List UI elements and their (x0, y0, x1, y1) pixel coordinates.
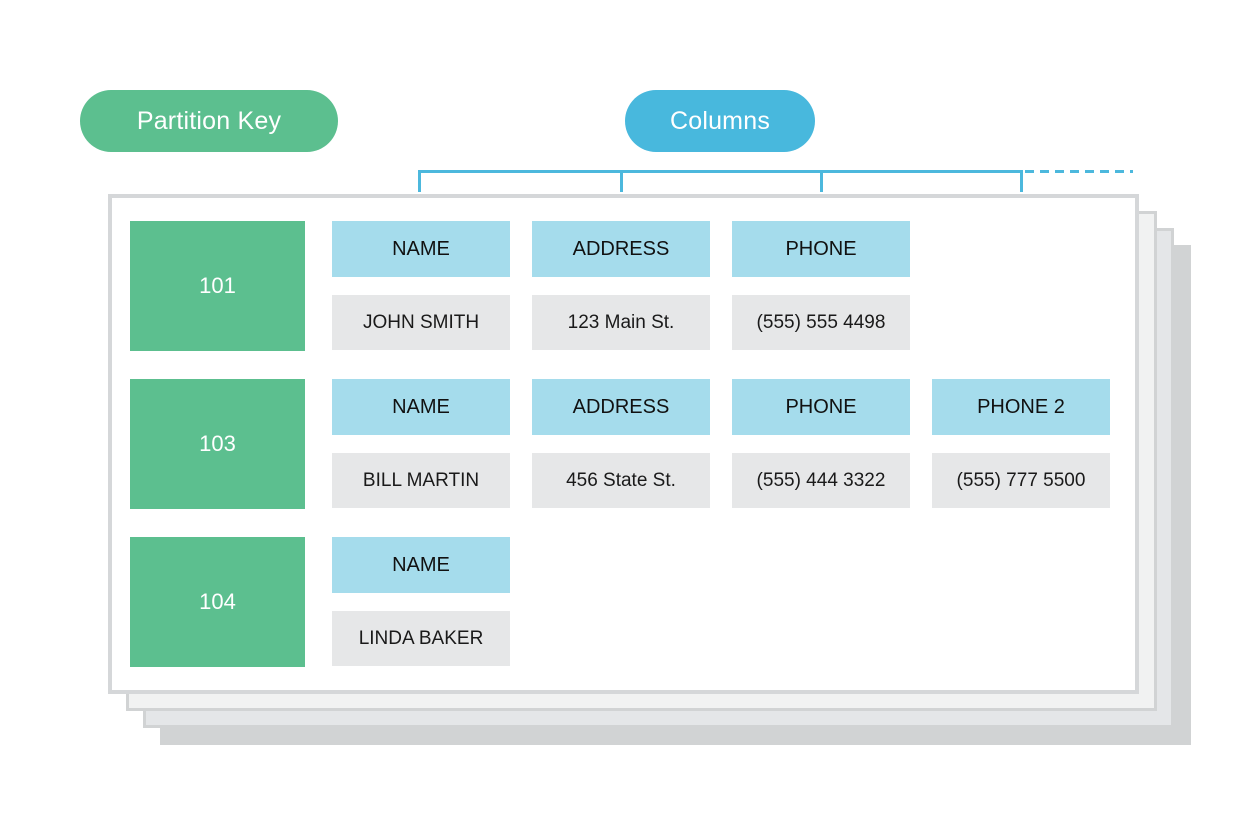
bracket-tick-1 (418, 170, 421, 192)
legend-pill-partition-key: Partition Key (80, 90, 338, 152)
column-value: (555) 555 4498 (732, 295, 910, 350)
column-cell: PHONE (555) 444 3322 (732, 379, 910, 508)
table-row: 101 NAME JOHN SMITH ADDRESS 123 Main St.… (130, 221, 932, 351)
column-value: 456 State St. (532, 453, 710, 508)
column-header: NAME (332, 379, 510, 435)
column-value: BILL MARTIN (332, 453, 510, 508)
column-value: JOHN SMITH (332, 295, 510, 350)
legend-pill-columns: Columns (625, 90, 815, 152)
column-header: ADDRESS (532, 221, 710, 277)
column-header: NAME (332, 221, 510, 277)
legend-pill-partition-key-label: Partition Key (136, 106, 282, 135)
column-header: ADDRESS (532, 379, 710, 435)
partition-rows: 101 NAME JOHN SMITH ADDRESS 123 Main St.… (112, 198, 1135, 690)
bracket-tick-3 (820, 170, 823, 192)
column-header: PHONE (732, 221, 910, 277)
bracket-tick-2 (620, 170, 623, 192)
row-columns: NAME LINDA BAKER (332, 537, 532, 666)
column-cell: PHONE (555) 555 4498 (732, 221, 910, 350)
column-cell: NAME LINDA BAKER (332, 537, 510, 666)
column-value: (555) 444 3322 (732, 453, 910, 508)
partition-key-cell: 103 (130, 379, 305, 509)
partition-key-cell: 104 (130, 537, 305, 667)
column-header: PHONE 2 (932, 379, 1110, 435)
row-columns: NAME JOHN SMITH ADDRESS 123 Main St. PHO… (332, 221, 932, 350)
column-value: 123 Main St. (532, 295, 710, 350)
bracket-dashed-continuation (1025, 170, 1133, 173)
column-cell: ADDRESS 456 State St. (532, 379, 710, 508)
column-cell: PHONE 2 (555) 777 5500 (932, 379, 1110, 508)
column-value: (555) 777 5500 (932, 453, 1110, 508)
bracket-bar (418, 170, 1023, 173)
column-cell: NAME JOHN SMITH (332, 221, 510, 350)
column-cell: NAME BILL MARTIN (332, 379, 510, 508)
row-columns: NAME BILL MARTIN ADDRESS 456 State St. P… (332, 379, 1132, 508)
legend-pill-columns-label: Columns (669, 106, 771, 135)
partition-key-cell: 101 (130, 221, 305, 351)
column-value: LINDA BAKER (332, 611, 510, 666)
column-header: NAME (332, 537, 510, 593)
column-cell: ADDRESS 123 Main St. (532, 221, 710, 350)
wide-row-table-card: 101 NAME JOHN SMITH ADDRESS 123 Main St.… (108, 194, 1139, 694)
column-header: PHONE (732, 379, 910, 435)
table-row: 103 NAME BILL MARTIN ADDRESS 456 State S… (130, 379, 1132, 509)
bracket-tick-4 (1020, 170, 1023, 192)
columns-bracket (418, 170, 1023, 192)
table-row: 104 NAME LINDA BAKER (130, 537, 532, 667)
